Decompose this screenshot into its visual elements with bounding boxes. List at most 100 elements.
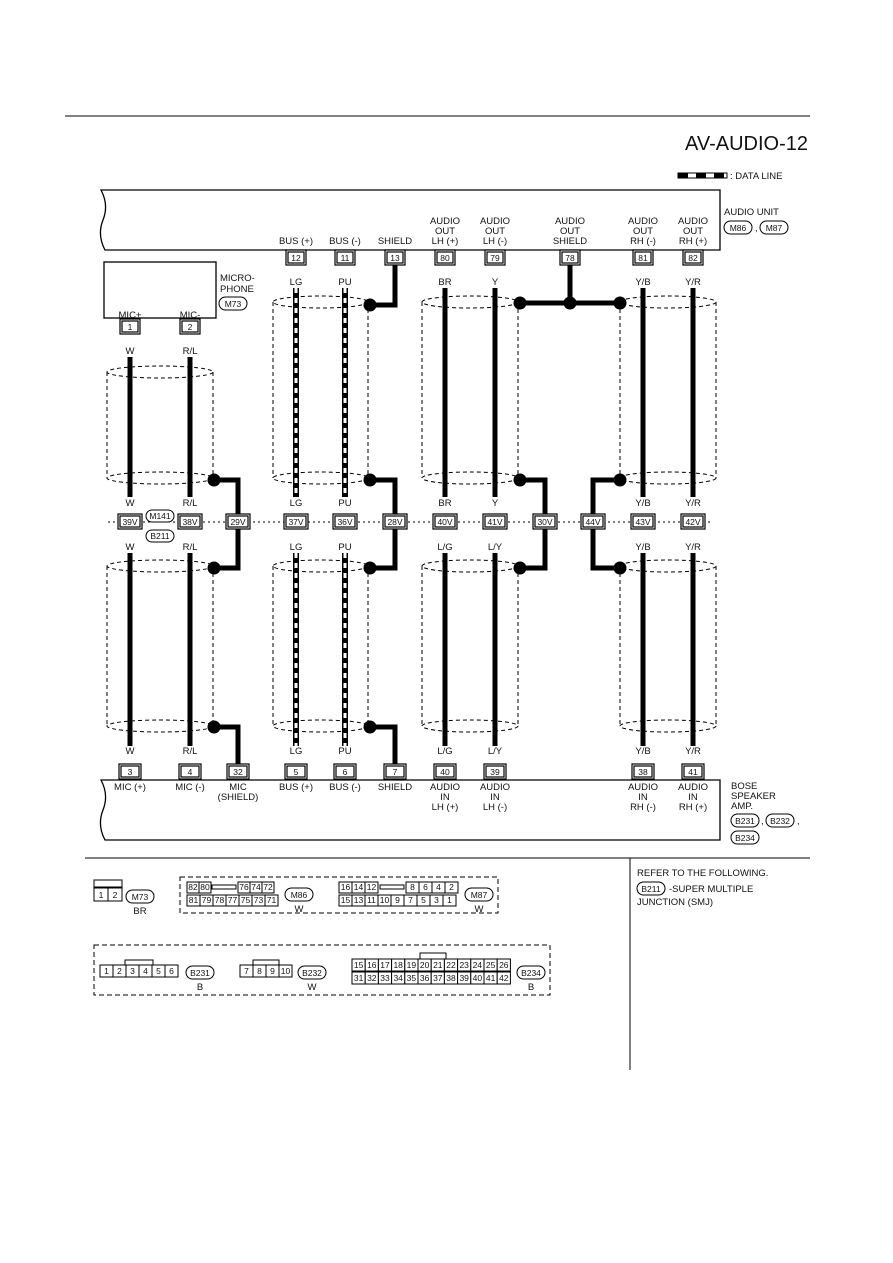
microphone-connector: M73 (225, 299, 242, 309)
b234-tag (516, 965, 546, 980)
mic-wire-color-2: R/L (183, 346, 198, 357)
bose-wire-color-40: L/G (437, 746, 452, 757)
shield-rh-lower-bottom (619, 719, 717, 733)
microphone-name-1: MICRO- (220, 273, 255, 284)
smj-pin-40V-label: 40V (437, 517, 452, 527)
b232-tag-id: B232 (302, 968, 322, 978)
smj-connector-m141: M141 (149, 511, 171, 521)
m87-bot-10-label: 10 (380, 895, 390, 905)
shield-rh-lower-top (619, 559, 717, 573)
audio-unit-pin-13-label: 13 (390, 253, 400, 263)
b231-pin-2-label: 2 (117, 966, 122, 976)
b234-lock (419, 952, 447, 960)
svg-text:,: , (797, 816, 800, 827)
m87-bot-9-label: 9 (395, 895, 400, 905)
bose-wire-color-3: W (126, 746, 135, 757)
audio-unit-term-label-80: OUT (435, 226, 455, 237)
audio-unit-wire-color-81: Y/B (635, 277, 650, 288)
m73-tag-color: BR (133, 906, 146, 917)
m87-bot-7-label: 7 (408, 895, 413, 905)
m87-key (379, 884, 405, 890)
b232-pin-10-label: 10 (281, 966, 291, 976)
smj-upper-color-3: PU (338, 498, 351, 509)
smj-pin-41V (484, 515, 506, 528)
audio-unit-term-label-78: OUT (560, 226, 580, 237)
bose-term-label-40: AUDIO (430, 782, 460, 793)
m73-tag-id: M73 (132, 892, 149, 902)
m86-bot-71 (264, 894, 279, 907)
bose-term-label-5: BUS (+) (279, 782, 313, 793)
b232-pin-9-label: 9 (270, 966, 275, 976)
smj-upper-color-7: Y/R (685, 498, 701, 509)
m86-bot-75-label: 75 (241, 895, 251, 905)
smj-pin-42V (682, 515, 704, 528)
drain-bus-upper (370, 477, 398, 515)
audio-unit-pin-78 (561, 251, 579, 264)
b232-lock (252, 959, 280, 966)
m86-tag-id: M86 (291, 890, 308, 900)
audio-unit-term-label-78: AUDIO (555, 216, 585, 227)
m86-top-80-label: 80 (200, 882, 210, 892)
mic-term-label-1: MIC+ (119, 310, 142, 321)
drain-dot-lh-top (513, 296, 527, 310)
microphone-box (103, 261, 217, 319)
audio-unit-term-label-11: BUS (-) (329, 236, 361, 247)
m86-m87-group (179, 876, 499, 914)
smj-callout: M141 B211 (145, 509, 175, 543)
audio-unit-term-label-79: LH (-) (483, 236, 507, 247)
smj-lower-color-3: PU (338, 542, 351, 553)
bose-amp-connectors: B231 , B232 , B234 (730, 813, 800, 845)
smj-pin-29V (227, 515, 249, 528)
audio-unit-box (99, 189, 721, 251)
bose-term-label-40: LH (+) (432, 802, 459, 813)
mic-wire-color-1: W (126, 346, 135, 357)
bose-pin-32 (228, 765, 248, 778)
b234-top-15-label: 15 (354, 960, 364, 970)
bose-pin-5 (286, 765, 306, 778)
bose-wire-color-41: Y/R (685, 746, 701, 757)
audio-unit-term-label-81: AUDIO (628, 216, 658, 227)
m87-bot-1 (442, 894, 457, 907)
page-title: AV-AUDIO-12 (685, 133, 808, 155)
bose-pin-7 (385, 765, 405, 778)
shield-lh-lower-bottom (421, 719, 519, 733)
m73-tag (125, 889, 155, 904)
audio-unit-pin-12-label: 12 (291, 253, 301, 263)
smj-pin-36V-label: 36V (337, 517, 352, 527)
b-connector-group (93, 944, 551, 996)
b231-pin-6-label: 6 (169, 966, 174, 976)
microphone-name-2: PHONE (220, 284, 254, 295)
b234-top-17-label: 17 (380, 960, 390, 970)
m86-top-72 (261, 881, 275, 894)
bose-term-label-38: IN (638, 792, 648, 803)
bose-term-label-7: SHIELD (378, 782, 412, 793)
smj-lower-color-7: Y/R (685, 542, 701, 553)
audio-unit-term-label-82: RH (+) (679, 236, 707, 247)
b234-top-25-label: 25 (486, 960, 496, 970)
m73-pin-1-label: 1 (99, 890, 104, 900)
b234-top-21-label: 21 (433, 960, 443, 970)
bose-term-label-41: AUDIO (678, 782, 708, 793)
bose-pin-6 (335, 765, 355, 778)
audio-unit-pin-79-label: 79 (490, 253, 500, 263)
smj-upper-color-1: R/L (183, 498, 198, 509)
audio-unit-pin-80-label: 80 (440, 253, 450, 263)
b234-bot-33-label: 33 (380, 973, 390, 983)
m86-top-72-label: 72 (263, 882, 273, 892)
m87-top-12 (364, 881, 379, 894)
reference-line-1: -SUPER MULTIPLE (669, 884, 753, 895)
shield-lh-lower-top (421, 559, 519, 573)
m86-top-74-label: 74 (251, 882, 261, 892)
smj-upper-color-0: W (126, 498, 135, 509)
audio-unit-pin-12 (287, 251, 305, 264)
audio-unit-pin-82 (684, 251, 702, 264)
smj-pin-28V-label: 28V (387, 517, 402, 527)
bose-pin-32-label: 32 (233, 767, 243, 777)
smj-lower-color-1: R/L (183, 542, 198, 553)
audio-unit-connector-m86: M86 (730, 223, 747, 233)
m86-top-82-label: 82 (188, 882, 198, 892)
m87-top-2 (444, 881, 459, 894)
audio-unit-term-label-81: RH (-) (630, 236, 656, 247)
b231-tag-color: B (197, 982, 203, 993)
